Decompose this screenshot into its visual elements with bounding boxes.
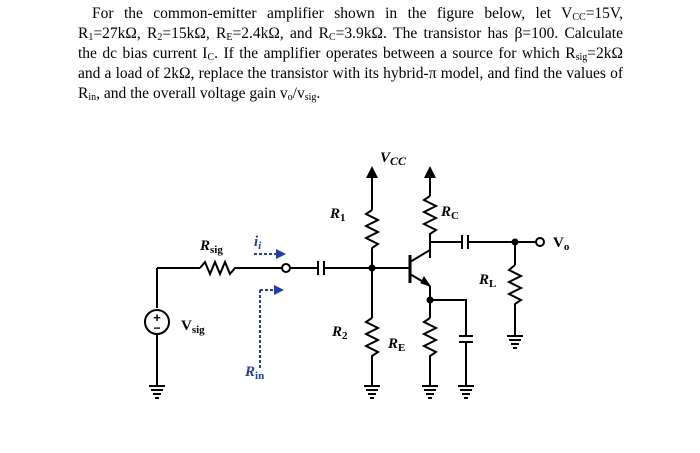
emitter-junction (426, 296, 434, 304)
rsig-label: Rsig (199, 238, 223, 256)
rc-resistor (421, 195, 439, 258)
input-capacitor (317, 261, 325, 275)
ground-bypass (458, 385, 474, 399)
bypass-capacitor (459, 335, 473, 343)
transistor (408, 242, 431, 318)
vcc-arrow-left (366, 166, 378, 178)
output-node (535, 237, 545, 247)
problem-statement: For the common-emitter amplifier shown i… (78, 4, 623, 104)
problem-text: For the common-emitter amplifier shown i… (78, 5, 623, 103)
output-capacitor (461, 235, 469, 249)
output-junction (511, 238, 519, 246)
source-plus: + (153, 310, 161, 325)
ii-label: ii (254, 234, 262, 252)
vcc-label: VCC (380, 150, 407, 168)
vo-label: Vo (553, 235, 570, 253)
re-resistor (421, 317, 439, 386)
input-node (281, 263, 291, 273)
ground-re (422, 385, 438, 399)
rsig-resistor (199, 259, 282, 277)
r1-resistor (363, 209, 381, 268)
ground-symbol (149, 385, 165, 399)
vsig-source (144, 268, 170, 386)
rl-label: RL (478, 272, 496, 290)
vsig-label: Vsig (181, 318, 205, 336)
source-minus: − (153, 321, 160, 335)
rl-resistor (506, 264, 524, 336)
r2-label: R2 (331, 324, 348, 342)
rc-label: RC (440, 204, 459, 222)
re-label: RE (387, 336, 405, 354)
ground-r2 (364, 385, 380, 399)
r1-label: R1 (329, 206, 346, 224)
ground-rl (507, 335, 523, 349)
r2-resistor (363, 317, 381, 386)
rin-label: Rin (244, 364, 264, 382)
base-junction (368, 264, 376, 272)
vcc-arrow-right (424, 166, 436, 178)
